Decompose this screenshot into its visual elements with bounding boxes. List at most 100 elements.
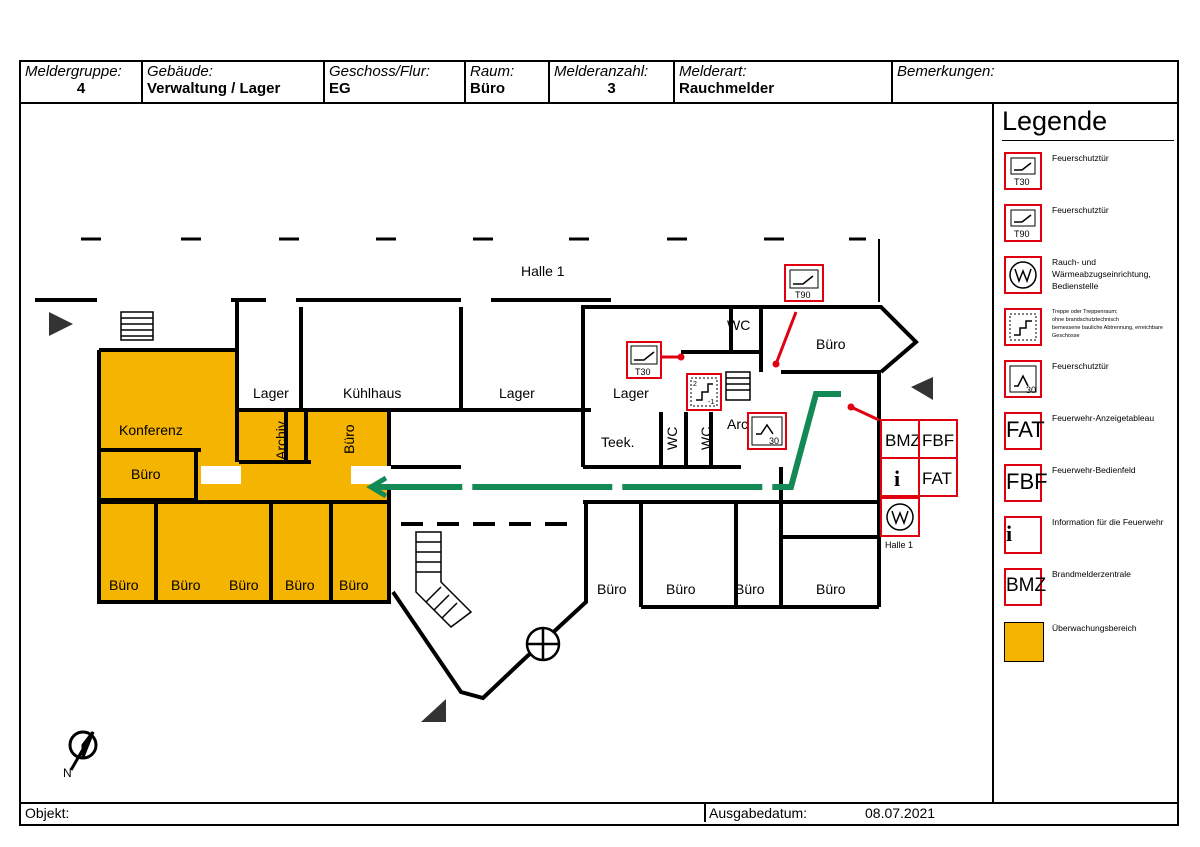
legend-panel: Legende T30 Feuerschutztür T90 Feuerschu… [992, 102, 1177, 804]
fbf-symbol: FBF [918, 419, 958, 459]
label-wc-1: WC [664, 427, 680, 450]
gebaeude-value: Verwaltung / Lager [147, 80, 281, 97]
footer-divider [704, 804, 706, 822]
legend-text-bmz: Brandmelderzentrale [1052, 569, 1131, 579]
legend-text-stair: Treppe oder Treppenraum; ohne brandschut… [1052, 308, 1187, 340]
ausgabedatum-value: 08.07.2021 [865, 805, 936, 821]
info-text: i [894, 466, 900, 491]
label-buero-b5: Büro [339, 577, 369, 593]
label-buero-b3: Büro [229, 577, 259, 593]
label-archiv: Archiv [273, 421, 289, 460]
label-buero-r2: Büro [597, 581, 627, 597]
legend-stair-line-1: Treppe oder Treppenraum; [1052, 309, 1118, 315]
legend-text-t30: Feuerschutztür [1052, 153, 1109, 163]
t30-text: T30 [635, 367, 651, 377]
hydrant-icon [525, 626, 561, 662]
t30-door-symbol: T30 [626, 341, 662, 379]
entrance-arrow-south [421, 699, 446, 722]
raum-cell: Raum: Büro [466, 62, 550, 102]
stair-top-text: 2 [693, 381, 697, 388]
label-arc: Arc [727, 416, 748, 432]
monitored-area-swatch [1004, 622, 1044, 662]
escape-route-arrow [366, 475, 388, 499]
stairs [120, 311, 751, 628]
north-arrow-icon: N [63, 730, 98, 780]
meldergruppe-value: 4 [76, 80, 86, 97]
info-icon: i [1004, 516, 1042, 554]
door-30-symbol: 30 [747, 412, 787, 450]
gebaeude-cell: Gebäude: Verwaltung / Lager [143, 62, 325, 102]
label-kuehlhaus: Kühlhaus [343, 385, 401, 401]
rwa-symbol: Halle 1 [880, 497, 920, 550]
t90-text: T90 [795, 290, 811, 300]
meldergruppe-label: Meldergruppe: [25, 63, 122, 80]
legend-text-info: Information für die Feuerwehr [1052, 517, 1164, 527]
label-lager-2: Lager [499, 385, 535, 401]
stair-icon [1004, 308, 1042, 346]
melderart-label: Melderart: [679, 63, 747, 80]
t90-door-icon: T90 [1004, 204, 1042, 242]
bmz-text: BMZ [885, 431, 921, 450]
svg-text:T30: T30 [1014, 177, 1030, 187]
label-teek: Teek. [601, 434, 634, 450]
label-wc-3: WC [727, 317, 750, 333]
door-30-icon: 30 [1004, 360, 1042, 398]
walls [35, 237, 919, 701]
legend-divider [1002, 140, 1174, 141]
objekt-label: Objekt: [25, 805, 70, 821]
label-buero-r5: Büro [816, 581, 846, 597]
legend-text-t90: Feuerschutztür [1052, 205, 1109, 215]
fbf-text: FBF [922, 431, 954, 450]
legend-text-fbf: Feuerwehr-Bedienfeld [1052, 465, 1136, 475]
raum-label: Raum: [470, 63, 515, 80]
bemerkungen-cell: Bemerkungen: [893, 62, 1177, 102]
melderanzahl-cell: Melderanzahl: 3 [550, 62, 675, 102]
fat-text: FAT [922, 469, 952, 488]
geschoss-label: Geschoss/Flur: [329, 63, 430, 80]
t30-door-icon: T30 [1004, 152, 1042, 190]
floor-plan: N Halle 1 Lager Kühlhaus Lager Lager Kon… [35, 237, 958, 780]
svg-text:N: N [63, 766, 72, 780]
bmz-icon: BMZ [1004, 568, 1046, 606]
door-30-text: 30 [769, 436, 779, 446]
label-buero-b4: Büro [285, 577, 315, 593]
stair-symbol: 2 -1 [686, 373, 722, 411]
legend-title: Legende [1002, 106, 1108, 136]
plan-frame: Meldergruppe: 4 Gebäude: Verwaltung / La… [19, 60, 1179, 826]
ausgabedatum-label: Ausgabedatum: [709, 805, 808, 821]
melderart-cell: Melderart: Rauchmelder [675, 62, 893, 102]
gebaeude-label: Gebäude: [147, 63, 213, 80]
bmz-symbol: BMZ [880, 419, 921, 459]
raum-value: Büro [470, 80, 505, 97]
legend-stair-line-2: ohne brandschutztechnisch [1052, 317, 1119, 323]
stair-bottom-text: -1 [708, 399, 714, 406]
geschoss-value: EG [329, 80, 351, 97]
legend-text-door-30: Feuerschutztür [1052, 361, 1109, 371]
legend-text-fat: Feuerwehr-Anzeigetableau [1052, 413, 1155, 423]
label-konferenz: Konferenz [119, 422, 183, 438]
label-buero-r1: Büro [816, 336, 846, 352]
label-wc-2: WC [698, 427, 714, 450]
label-buero-vertical: Büro [341, 424, 357, 454]
label-buero-b1: Büro [109, 577, 139, 593]
svg-text:T90: T90 [1014, 229, 1030, 239]
meldergruppe-cell: Meldergruppe: 4 [21, 62, 143, 102]
label-buero-r3: Büro [666, 581, 696, 597]
label-buero-b2: Büro [171, 577, 201, 593]
fat-symbol: FAT [918, 457, 958, 497]
label-halle: Halle 1 [521, 263, 565, 279]
entrance-arrows [49, 312, 933, 722]
footer-row: Objekt: Ausgabedatum: 08.07.2021 [21, 802, 1177, 824]
melderanzahl-value: 3 [607, 80, 616, 97]
t90-door-symbol: T90 [784, 264, 824, 302]
fat-icon: FAT [1004, 412, 1045, 450]
escape-route [371, 391, 841, 490]
geschoss-cell: Geschoss/Flur: EG [325, 62, 466, 102]
legend-stair-line-3: bemessene bauliche Abtrennung, erreichba… [1052, 325, 1163, 339]
label-lager-1: Lager [253, 385, 289, 401]
melderanzahl-label: Melderanzahl: [554, 63, 649, 80]
svg-text:30: 30 [1026, 385, 1036, 395]
label-buero-left: Büro [131, 466, 161, 482]
header-row: Meldergruppe: 4 Gebäude: Verwaltung / La… [21, 62, 1177, 104]
label-lager-3: Lager [613, 385, 649, 401]
